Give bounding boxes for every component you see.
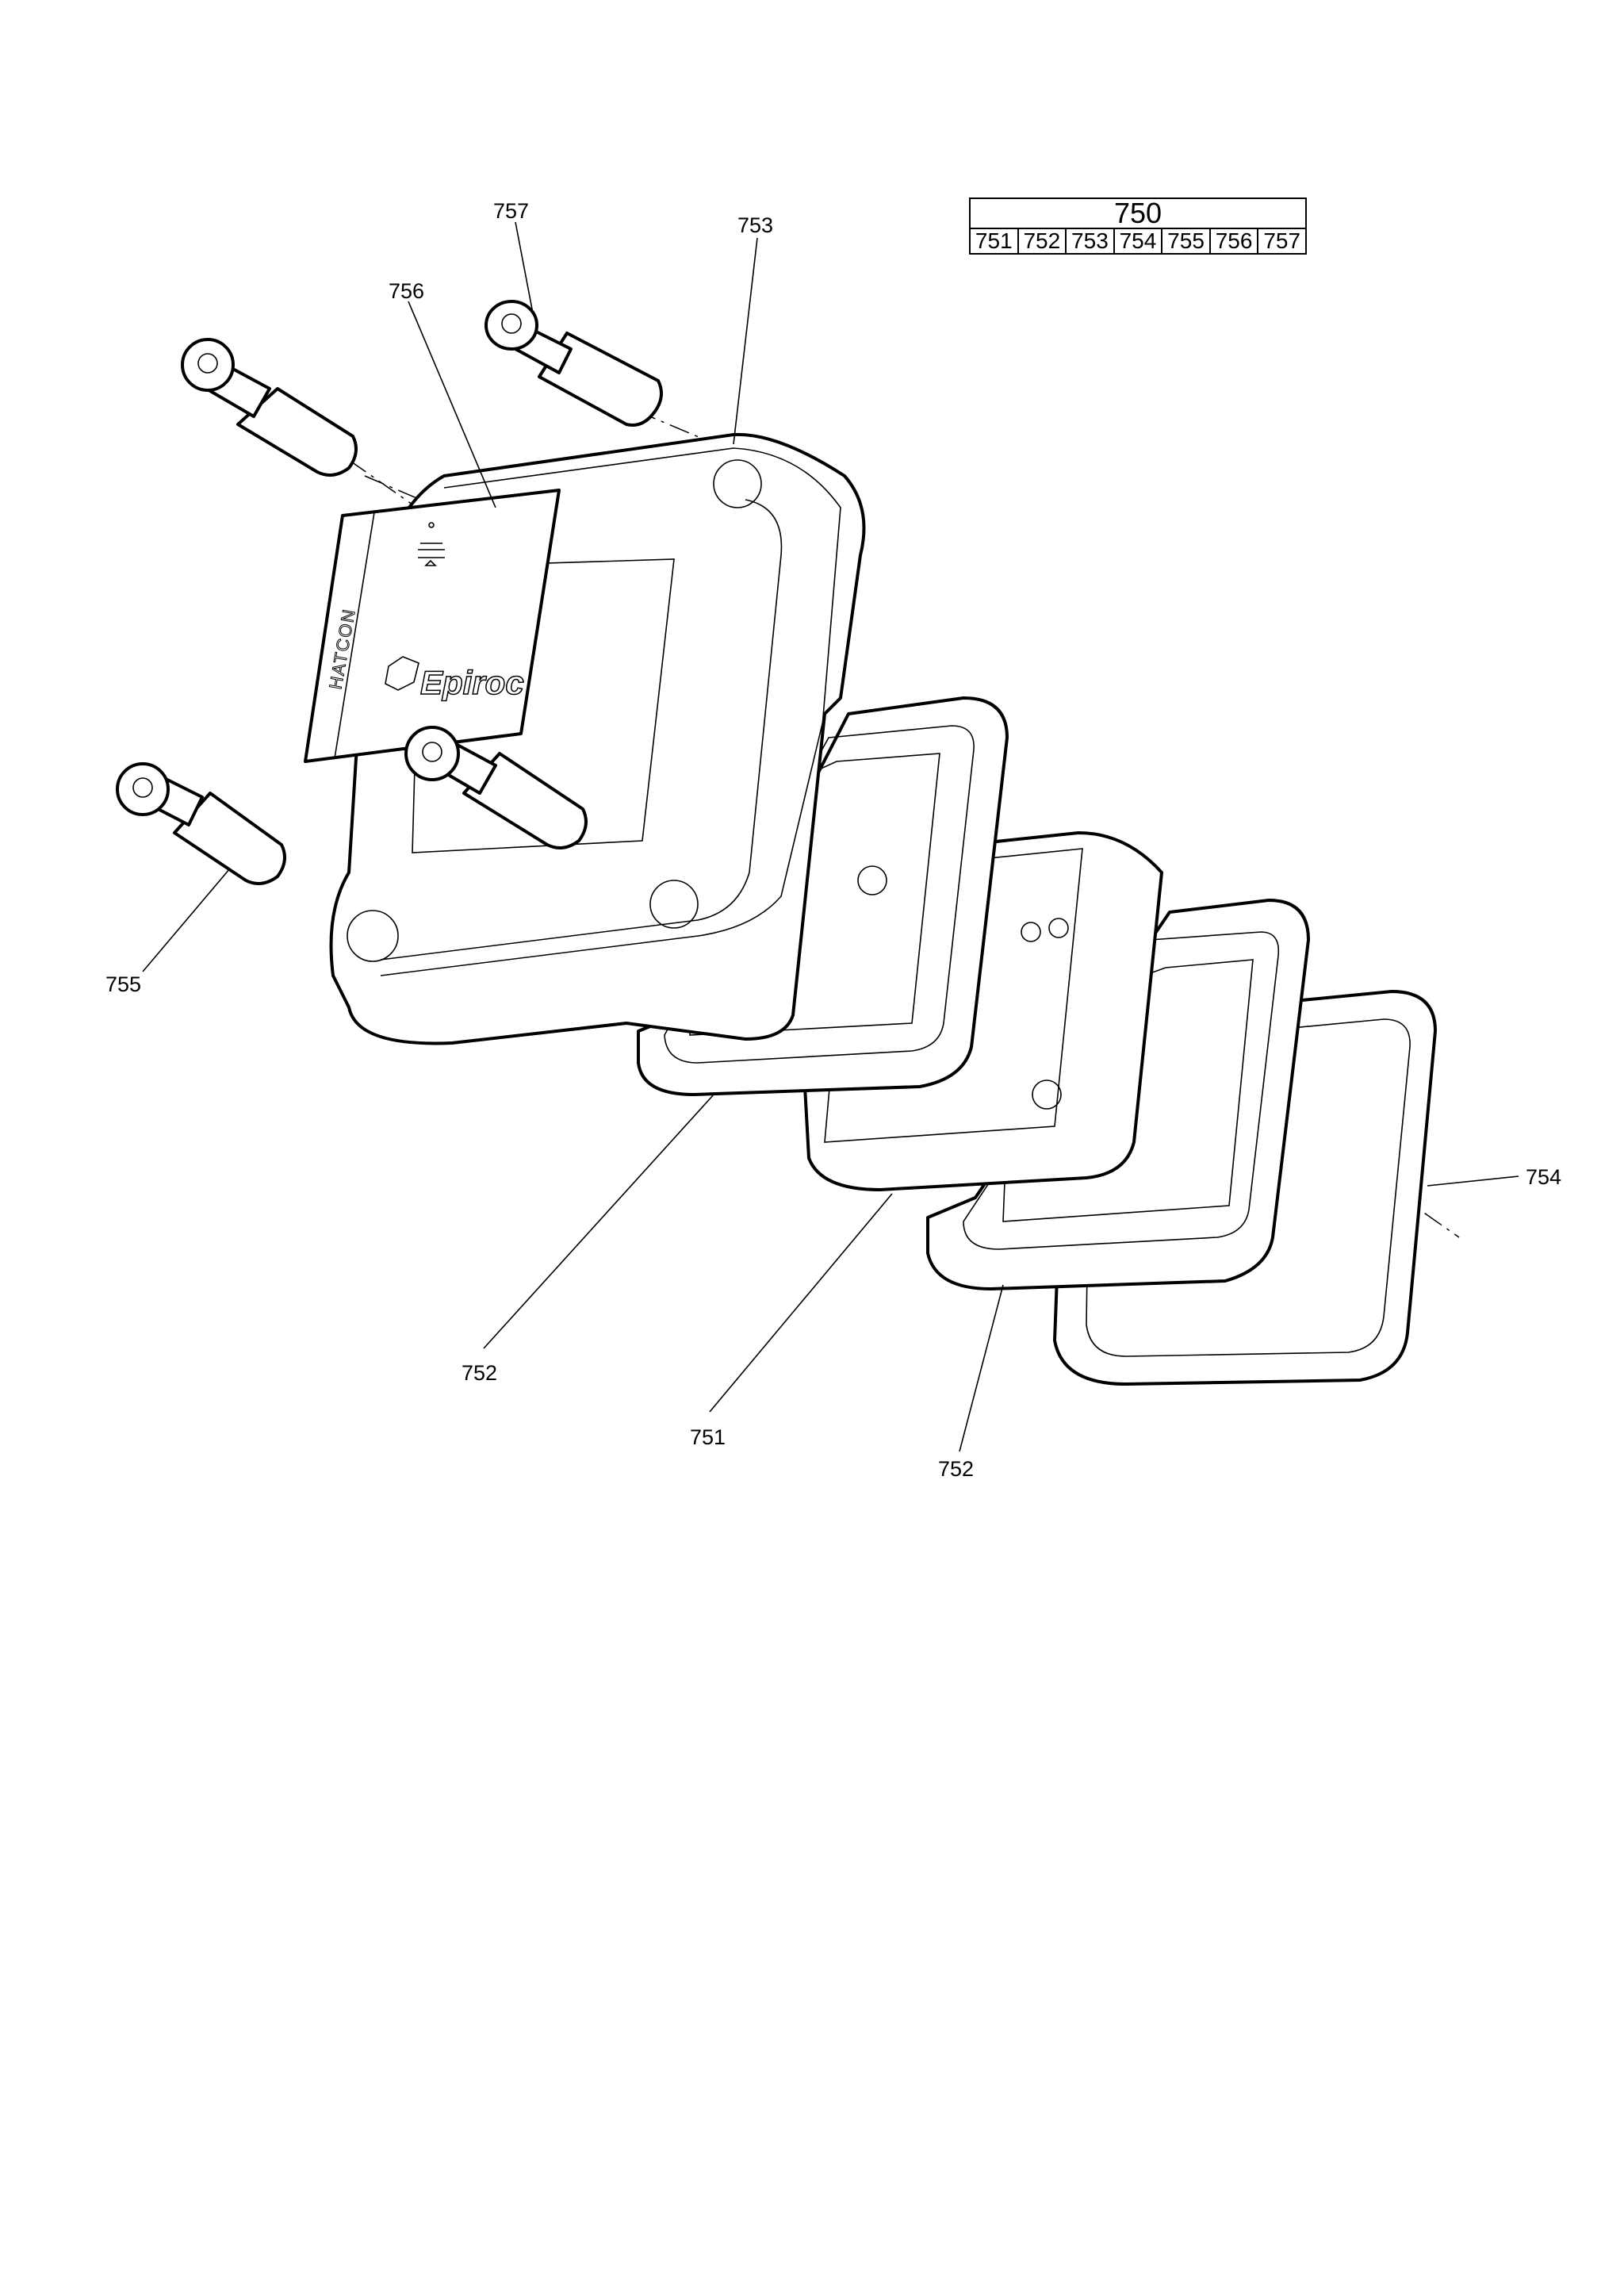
- callout-754: 754: [1526, 1165, 1561, 1189]
- callout-leaders: [142, 221, 1519, 1452]
- callout-756: 756: [389, 279, 424, 303]
- part-757-screw-top: [485, 300, 663, 427]
- part-755-screw-left: [116, 762, 286, 885]
- callout-751: 751: [690, 1425, 726, 1449]
- callout-757: 757: [493, 199, 529, 223]
- part-cell: 756: [1208, 228, 1259, 255]
- part-756-decal: HATCON Epiroc: [304, 489, 561, 763]
- part-757-screw-center: [404, 726, 588, 849]
- epiroc-logo: Epiroc: [385, 656, 524, 702]
- assembly-parts-table: 750 751 752 753 754 755 756 757: [969, 197, 1307, 255]
- decal-brand-text: Epiroc: [420, 664, 524, 701]
- part-cell: 755: [1161, 228, 1211, 255]
- part-cell: 751: [969, 228, 1019, 255]
- callout-753: 753: [737, 213, 773, 237]
- lift-symbol-icon: [418, 522, 445, 566]
- part-cell: 753: [1065, 228, 1115, 255]
- part-cell: 752: [1017, 228, 1067, 255]
- part-cell: 757: [1257, 228, 1307, 255]
- callout-752-front: 752: [462, 1361, 497, 1385]
- part-757-screw-left-top: [181, 338, 358, 477]
- part-cell: 754: [1113, 228, 1163, 255]
- callout-755: 755: [105, 972, 141, 996]
- assembly-number: 750: [969, 197, 1307, 229]
- callout-752-rear: 752: [938, 1457, 974, 1481]
